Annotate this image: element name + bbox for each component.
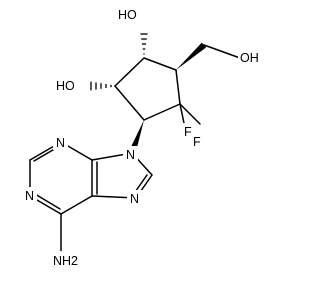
bond-c2-c3 <box>143 57 177 71</box>
wedge-bond-c3-ch2 <box>176 42 207 70</box>
purine-n3-label: N <box>56 136 65 150</box>
hashed-bond-c1-oh <box>90 81 112 91</box>
hydroxyl-left-label: HO <box>56 79 75 93</box>
bond-ch2-oh <box>203 44 241 59</box>
molecular-structure: HO HO OH F F N N N N NH2 <box>25 8 259 268</box>
hydroxyl-top-label: HO <box>118 8 137 22</box>
hashed-bond-c2-oh <box>140 33 148 55</box>
purine-n9-label: N <box>126 148 135 162</box>
bond-c4-f2 <box>179 103 201 125</box>
bond-c1-c2 <box>114 57 145 87</box>
bond-c3-c4 <box>175 69 181 105</box>
bond-c5-c1 <box>114 85 145 121</box>
bond-c6-c5p <box>60 195 93 215</box>
hydroxymethyl-oh-label: OH <box>240 51 259 65</box>
purine-n7-label: N <box>130 192 139 206</box>
fluorine-2-label: F <box>193 135 201 149</box>
bond-n1-c6-double <box>34 193 61 210</box>
purine-n1-label: N <box>25 189 34 203</box>
fluorine-1-label: F <box>184 125 192 139</box>
wedge-bond-c5-n9 <box>128 120 144 155</box>
bond-c4-c5 <box>143 103 181 121</box>
amine-nh2-label: NH2 <box>53 254 78 268</box>
